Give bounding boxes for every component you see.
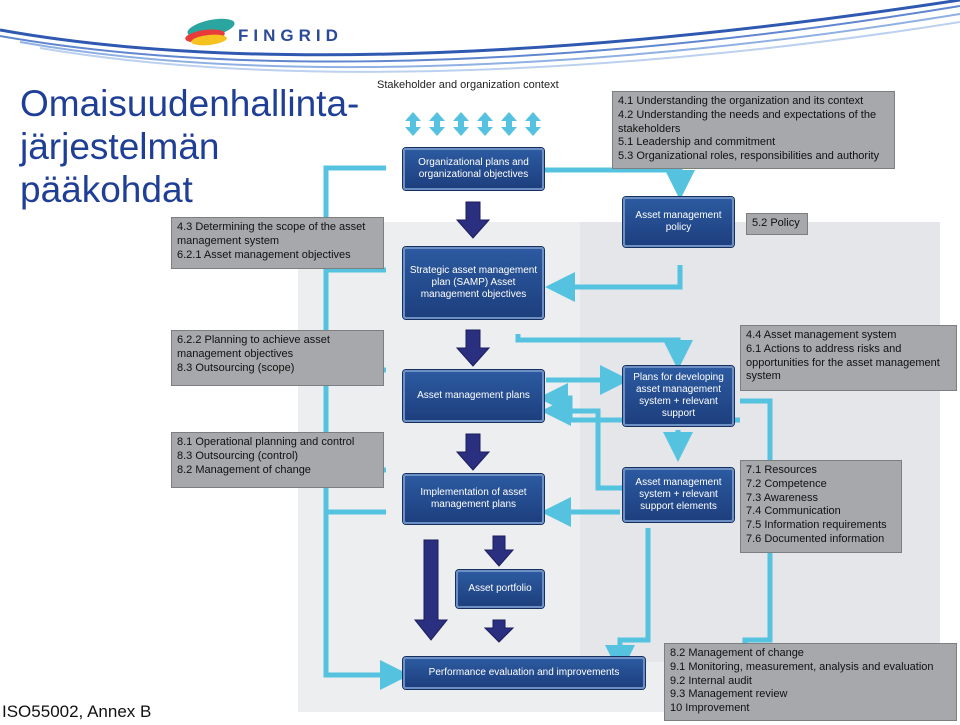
ref-line: 4.4 Asset management system	[746, 329, 897, 341]
ref-line: 5.3 Organizational roles, responsibiliti…	[618, 150, 880, 163]
ref-line: 8.2 Management of change	[177, 463, 311, 476]
ref-line: 8.1 Operational planning and control	[177, 436, 355, 448]
ref-line: 7.3 Awareness	[746, 491, 818, 504]
ref-line: 6.2.1 Asset management objectives	[177, 248, 351, 261]
ref-line: 7.5 Information requirements	[746, 519, 887, 532]
dark-arrows	[413, 201, 515, 643]
ref-line: 8.3 Outsourcing (scope)	[177, 361, 295, 374]
ref-line: 4.3 Determining the scope of the asset	[177, 221, 366, 233]
page-title: Omaisuudenhallinta- järjestelmän pääkohd…	[20, 82, 359, 211]
stakeholder-arrows	[405, 112, 541, 136]
box-asset-management-policy: Asset management policy	[623, 197, 734, 247]
ref-scope: 4.3 Determining the scope of the asset m…	[171, 217, 384, 269]
ref-line: management objectives	[177, 347, 294, 360]
ref-line: 7.1 Resources	[746, 464, 817, 476]
context-label: Stakeholder and organization context	[377, 79, 559, 91]
title-line-2: järjestelmän	[20, 126, 220, 167]
ref-line: system	[746, 370, 781, 383]
source-footer: ISO55002, Annex B	[2, 702, 152, 721]
ref-context: 4.1 Understanding the organization and i…	[612, 91, 895, 169]
logo-text: FINGRID	[238, 26, 343, 45]
ref-line: 8.2 Management of change	[670, 647, 804, 659]
box-samp: Strategic asset management plan (SAMP) A…	[403, 247, 544, 319]
header-swoosh	[0, 0, 960, 73]
ref-line: 5.2 Policy	[752, 217, 800, 229]
ref-line: 7.6 Documented information	[746, 532, 885, 545]
ref-line: 6.1 Actions to address risks and	[746, 342, 902, 355]
ref-line: 7.4 Communication	[746, 505, 841, 518]
ref-line: opportunities for the asset management	[746, 356, 940, 369]
ref-line: 4.1 Understanding the organization and i…	[618, 95, 864, 107]
ref-line: 6.2.2 Planning to achieve asset	[177, 334, 330, 346]
diagram-background-inner	[580, 222, 940, 662]
ref-line: 4.2 Understanding the needs and expectat…	[618, 108, 877, 121]
ref-line: 7.2 Competence	[746, 477, 827, 490]
box-asset-management-plans: Asset management plans	[403, 370, 544, 422]
box-performance-evaluation: Performance evaluation and improvements	[403, 657, 645, 689]
ref-support: 7.1 Resources 7.2 Competence 7.3 Awarene…	[740, 460, 902, 553]
ref-line: 9.1 Monitoring, measurement, analysis an…	[670, 660, 934, 673]
ref-line: 8.3 Outsourcing (control)	[177, 449, 299, 462]
title-line-1: Omaisuudenhallinta-	[20, 83, 360, 124]
box-plans-for-developing: Plans for developing asset management sy…	[623, 366, 734, 426]
title-line-3: pääkohdat	[20, 169, 193, 210]
fingrid-logo-icon	[185, 18, 235, 46]
ref-line: 5.1 Leadership and commitment	[618, 136, 776, 149]
ref-line: 9.2 Internal audit	[670, 674, 752, 687]
ref-line: stakeholders	[618, 122, 681, 135]
ref-asset-management-system: 4.4 Asset management system 6.1 Actions …	[740, 325, 957, 391]
ref-line: management system	[177, 234, 280, 247]
ref-planning: 6.2.2 Planning to achieve asset manageme…	[171, 330, 384, 386]
ref-policy: 5.2 Policy	[746, 213, 808, 235]
box-implementation: Implementation of asset management plans	[403, 474, 544, 524]
ref-operation: 8.1 Operational planning and control 8.3…	[171, 432, 384, 488]
ref-evaluation: 8.2 Management of change 9.1 Monitoring,…	[664, 643, 957, 721]
box-organizational-plans: Organizational plans and organizational …	[403, 148, 544, 190]
box-asset-portfolio: Asset portfolio	[456, 570, 544, 608]
box-support-elements: Asset management system + relevant suppo…	[623, 468, 734, 522]
ref-line: 10 Improvement	[670, 702, 750, 715]
ref-line: 9.3 Management review	[670, 688, 788, 701]
